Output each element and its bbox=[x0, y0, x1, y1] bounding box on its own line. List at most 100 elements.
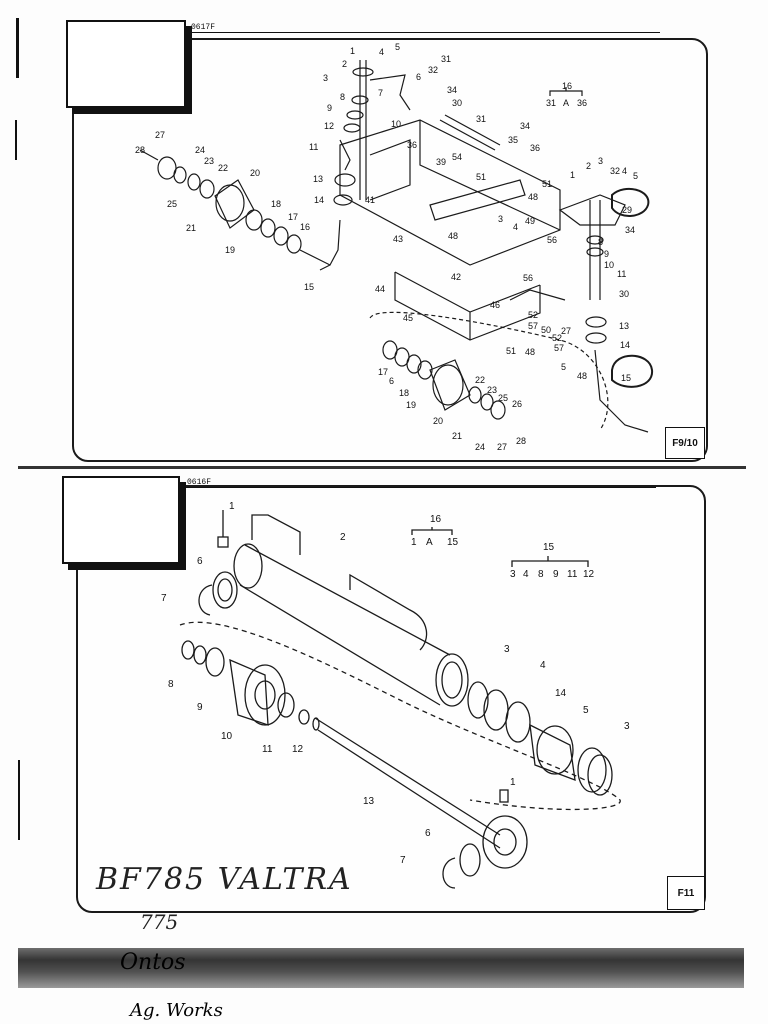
bottom-callout-11: 11 bbox=[262, 744, 273, 755]
bottom-group15-item-3: 8 bbox=[538, 569, 544, 580]
top-callout-18: 18 bbox=[399, 388, 410, 398]
top-callout-13: 13 bbox=[619, 321, 630, 331]
top-callout-34: 34 bbox=[625, 225, 636, 235]
top-callout-42: 42 bbox=[451, 272, 462, 282]
top-callout-21: 21 bbox=[186, 223, 197, 233]
top-callout-17: 17 bbox=[378, 367, 389, 377]
scan-divider bbox=[18, 466, 746, 469]
top-callout-15: 15 bbox=[621, 373, 632, 383]
top-callout-28: 28 bbox=[135, 145, 146, 155]
top-callout-43: 43 bbox=[393, 234, 404, 244]
bottom-callout-4: 4 bbox=[540, 660, 546, 671]
top-callout-54: 54 bbox=[452, 152, 463, 162]
top-callout-50: 50 bbox=[541, 325, 552, 335]
top-callout-27: 27 bbox=[155, 130, 166, 140]
top-callout-41: 41 bbox=[365, 195, 376, 205]
bottom-callout-7: 7 bbox=[400, 855, 406, 866]
top-callout-25: 25 bbox=[167, 199, 178, 209]
scan-bottom-smear bbox=[18, 948, 744, 988]
top-callout-9: 9 bbox=[604, 249, 610, 259]
top-drawing-code: 0617F bbox=[191, 23, 216, 32]
top-callout-5: 5 bbox=[633, 171, 639, 181]
bottom-callout-14: 14 bbox=[555, 688, 567, 699]
top-callout-30: 30 bbox=[452, 98, 463, 108]
bottom-title-box bbox=[62, 476, 180, 564]
top-callout-30: 30 bbox=[619, 289, 630, 299]
top-callout-48: 48 bbox=[577, 371, 588, 381]
top-callout-32: 32 bbox=[610, 166, 621, 176]
top-callout-51: 51 bbox=[476, 172, 487, 182]
top-callout-19: 19 bbox=[406, 400, 417, 410]
bottom-callout-6: 6 bbox=[197, 556, 203, 567]
top-legend-item-3: 36 bbox=[577, 98, 588, 108]
bottom-callout-1: 1 bbox=[229, 501, 235, 512]
top-callout-31: 31 bbox=[476, 114, 487, 124]
scan-left-edge-3 bbox=[18, 760, 20, 840]
handwritten-note-3: Ontos bbox=[120, 950, 186, 975]
top-figure-tag: F9/10 bbox=[665, 427, 705, 459]
top-callout-10: 10 bbox=[604, 260, 615, 270]
top-callout-5: 5 bbox=[561, 362, 567, 372]
top-callout-17: 17 bbox=[288, 212, 299, 222]
bottom-figure-tag: F11 bbox=[667, 876, 705, 910]
top-code-rule bbox=[190, 32, 660, 33]
bottom-group15-item-5: 11 bbox=[567, 569, 578, 580]
bottom-callout-1: 1 bbox=[510, 777, 516, 788]
top-callout-29: 29 bbox=[622, 205, 633, 215]
top-callout-49: 49 bbox=[525, 216, 536, 226]
top-callout-4: 4 bbox=[513, 222, 519, 232]
top-callout-4: 4 bbox=[622, 166, 628, 176]
scan-left-edge bbox=[16, 18, 19, 78]
bottom-callout-3: 3 bbox=[504, 644, 510, 655]
bottom-group15-item-1: 3 bbox=[510, 569, 516, 580]
top-callout-35: 35 bbox=[508, 135, 519, 145]
top-callout-24: 24 bbox=[195, 145, 206, 155]
bottom-code-rule bbox=[186, 487, 656, 488]
bottom-callout-7: 7 bbox=[161, 593, 167, 604]
bottom-group16-item-1: 1 bbox=[411, 537, 417, 548]
handwritten-model-note: BF785 VALTRA bbox=[96, 862, 353, 897]
bottom-group15-item-6: 12 bbox=[583, 569, 595, 580]
top-callout-4: 4 bbox=[379, 47, 385, 57]
top-callout-21: 21 bbox=[452, 431, 463, 441]
handwritten-number: 775 bbox=[140, 910, 179, 934]
top-callout-22: 22 bbox=[475, 375, 486, 385]
top-callout-44: 44 bbox=[375, 284, 386, 294]
top-callout-56: 56 bbox=[547, 235, 558, 245]
top-callout-3: 3 bbox=[598, 156, 604, 166]
top-callout-18: 18 bbox=[271, 199, 282, 209]
bottom-callout-3: 3 bbox=[624, 721, 630, 732]
top-callout-24: 24 bbox=[475, 442, 486, 452]
top-callout-8: 8 bbox=[340, 92, 346, 102]
top-callout-23: 23 bbox=[204, 156, 215, 166]
top-callout-3: 3 bbox=[323, 73, 329, 83]
top-callout-10: 10 bbox=[391, 119, 402, 129]
top-callout-11: 11 bbox=[617, 269, 627, 279]
top-callout-6: 6 bbox=[389, 376, 395, 386]
top-callout-12: 12 bbox=[324, 121, 335, 131]
top-callout-20: 20 bbox=[250, 168, 261, 178]
top-callout-14: 14 bbox=[314, 195, 325, 205]
top-callout-36: 36 bbox=[407, 140, 418, 150]
bottom-drawing-code: 0616F bbox=[187, 478, 212, 487]
bottom-callout-10: 10 bbox=[221, 731, 233, 742]
top-callout-27: 27 bbox=[497, 442, 508, 452]
top-callout-51: 51 bbox=[542, 179, 553, 189]
bottom-group15-item-4: 9 bbox=[553, 569, 559, 580]
bottom-callout-13: 13 bbox=[363, 796, 375, 807]
top-callout-48: 48 bbox=[525, 347, 536, 357]
top-callout-39: 39 bbox=[436, 157, 447, 167]
top-callout-48: 48 bbox=[448, 231, 459, 241]
top-legend-item-2: A bbox=[563, 98, 570, 108]
bottom-group16-item-2: A bbox=[426, 537, 433, 548]
bottom-group15-item-2: 4 bbox=[523, 569, 529, 580]
top-callout-15: 15 bbox=[304, 282, 315, 292]
bottom-callout-2: 2 bbox=[340, 532, 346, 543]
top-callout-32: 32 bbox=[428, 65, 439, 75]
bottom-callout-9: 9 bbox=[197, 702, 203, 713]
bottom-callout-5: 5 bbox=[583, 705, 589, 716]
top-callout-13: 13 bbox=[313, 174, 324, 184]
top-callout-31: 31 bbox=[441, 54, 452, 64]
handwritten-note-4: Ag. Works bbox=[130, 1000, 223, 1021]
top-callout-25: 25 bbox=[498, 393, 509, 403]
